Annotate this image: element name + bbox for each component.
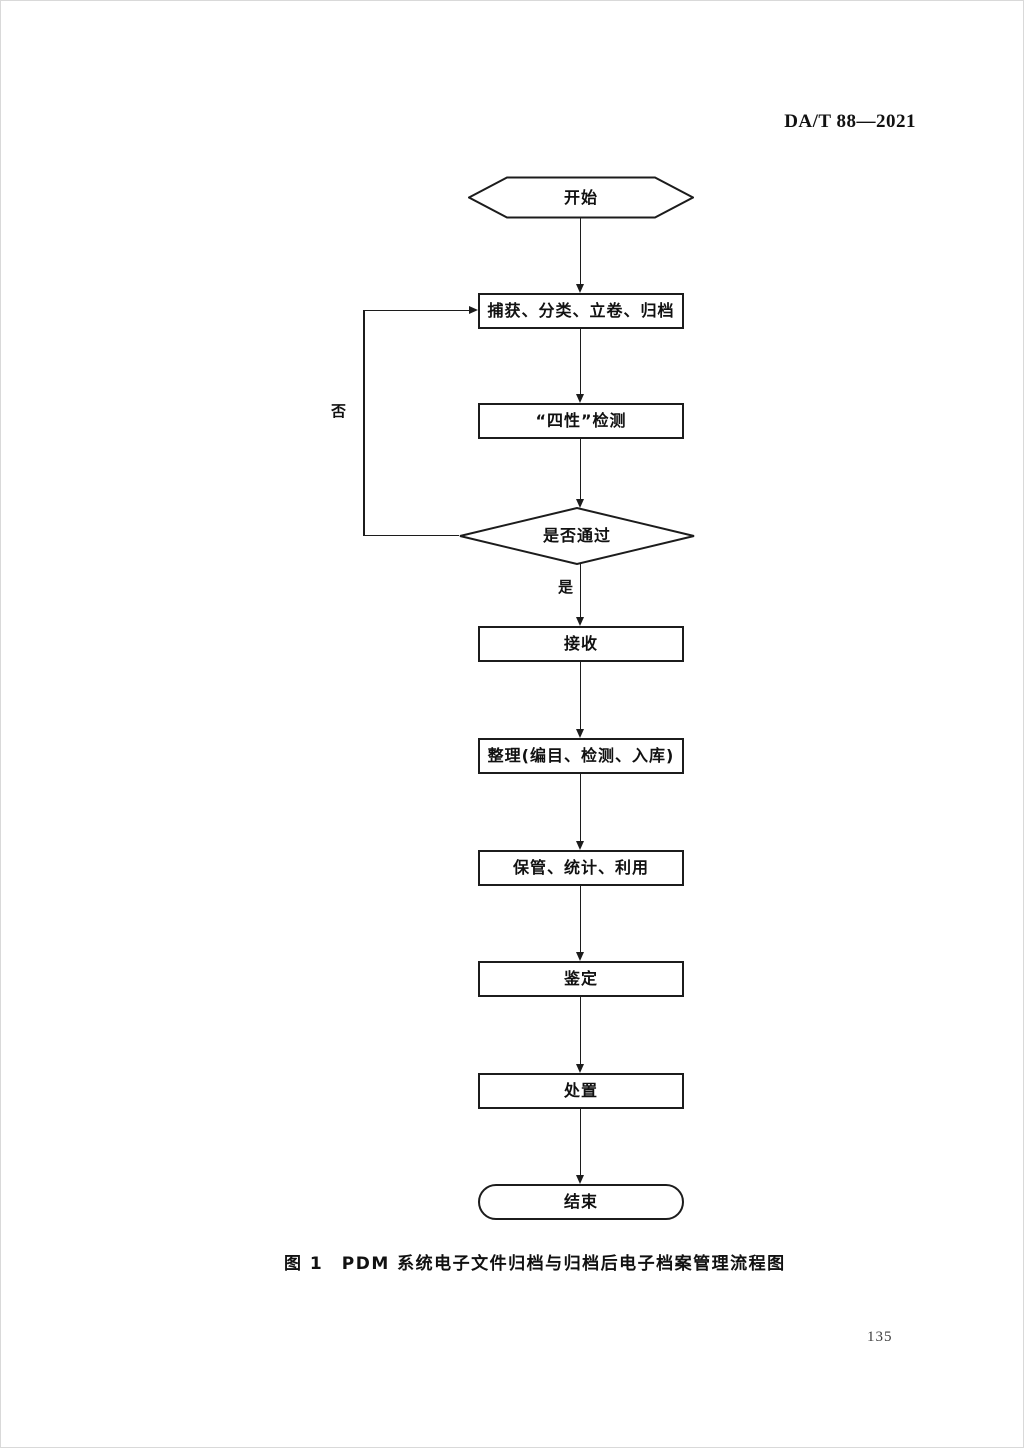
arrowhead-right	[469, 305, 478, 314]
arrowhead-down	[575, 499, 584, 508]
connector-line	[579, 564, 581, 618]
loop-line-bottom	[363, 534, 459, 536]
process-box-receive: 接收	[478, 626, 684, 662]
process-box-appraise: 鉴定	[478, 961, 684, 997]
loop-line-vertical	[363, 310, 365, 536]
arrowhead-down	[575, 1064, 584, 1073]
page-number: 135	[867, 1329, 893, 1345]
figure-caption: 图 1 PDM 系统电子文件归档与归档后电子档案管理流程图	[284, 1254, 786, 1274]
branch-label-yes: 是	[558, 578, 574, 596]
process-box-capture: 捕获、分类、立卷、归档	[478, 293, 684, 329]
connector-line	[579, 662, 581, 730]
process-box-dispose: 处置	[478, 1073, 684, 1109]
end-terminator: 结束	[478, 1184, 684, 1220]
connector-line	[579, 774, 581, 841]
process-box-organize: 整理(编目、检测、入库)	[478, 738, 684, 774]
arrowhead-down	[575, 1175, 584, 1184]
start-terminator-shape	[468, 176, 694, 219]
arrowhead-down	[575, 729, 584, 738]
standard-code: DA/T 88—2021	[784, 111, 916, 132]
start-node: 开始	[563, 187, 598, 207]
arrowhead-down	[575, 284, 584, 293]
connector-line	[579, 886, 581, 952]
connector-line	[579, 218, 581, 285]
branch-label-no: 否	[331, 402, 347, 420]
process-box-keep: 保管、统计、利用	[478, 850, 684, 886]
arrowhead-down	[575, 952, 584, 961]
process-box-check: “四性”检测	[478, 403, 684, 439]
connector-line	[579, 329, 581, 395]
decision-shape	[459, 507, 695, 565]
arrowhead-down	[575, 617, 584, 626]
connector-line	[579, 1109, 581, 1175]
connector-line	[579, 438, 581, 499]
loop-line-top	[363, 309, 469, 311]
connector-line	[579, 997, 581, 1064]
arrowhead-down	[575, 841, 584, 850]
decision-node: 是否通过	[542, 526, 611, 545]
arrowhead-down	[575, 394, 584, 403]
